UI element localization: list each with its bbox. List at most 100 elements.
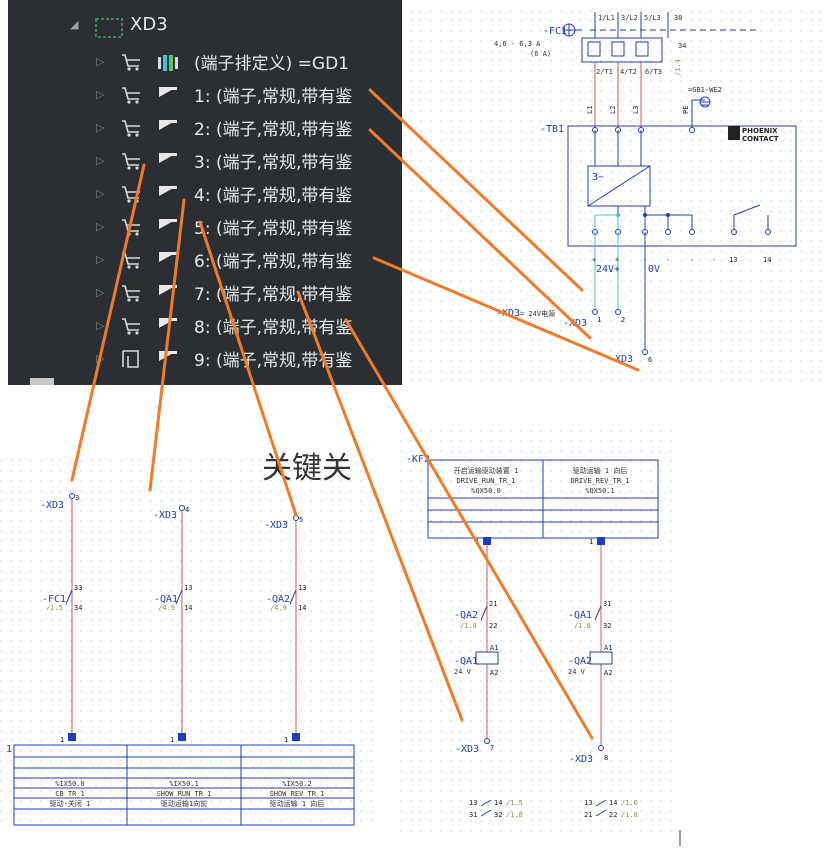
out1-coil-bottom: A2	[490, 669, 498, 677]
xd3-bottom-label: XD3	[615, 354, 633, 365]
annotation-arrow-2	[368, 128, 592, 340]
tree-item-label: 5: (端子,常规,带有鉴	[194, 219, 353, 239]
ch1-dev-ref: /1.5	[46, 604, 63, 612]
tree-item-terminal[interactable]: ▷ 1: (端子,常规,带有鉴	[8, 79, 402, 113]
out1-xd3-label: -XD3	[455, 744, 479, 755]
cart-icon	[122, 54, 140, 71]
input-module-number: 1	[6, 744, 12, 755]
out1-contacts: 13 14 /1.5 31 32 /1.8	[469, 799, 523, 819]
input-channel-1[interactable]: -XD3 3 -FC1 /1.5 33 34 1	[40, 493, 82, 745]
tb1-power-supply[interactable]: -TB1 3~	[540, 124, 797, 264]
output-channel-2[interactable]: 1 -QA1 /1.8 31 32 -QA2 24 V A1 A2 -XD3 8…	[568, 537, 638, 819]
ch2-xd3-label: -XD3	[153, 510, 177, 521]
terminal-strip-def-icon	[158, 55, 178, 71]
annotation-arrow-4	[70, 163, 146, 482]
annotation-arrow-7	[296, 290, 464, 722]
xd3-pin-2: 2	[621, 316, 625, 324]
xd3-left-desc: = 24V电源	[520, 309, 555, 318]
ch2-symbol: SHOW_RUN_TR_1	[157, 790, 212, 798]
ch2-xd3-pin: 4	[185, 506, 189, 514]
ch2-dev-label: -QA1	[154, 594, 178, 605]
tree-item-terminal[interactable]: ▷ 2: (端子,常规,带有鉴	[8, 112, 402, 146]
annotation-arrow-5	[148, 198, 186, 492]
tb1-in-L2: L2	[609, 106, 617, 114]
terminal-icon	[159, 252, 177, 269]
ch1-symbol: CB_TR_1	[55, 790, 85, 798]
tree-item-terminal[interactable]: ▷3: (端子,常规,带有鉴	[8, 145, 402, 179]
out2-interlock-bottom: 32	[603, 622, 611, 630]
collapse-arrow-icon[interactable]: ◢	[70, 18, 79, 31]
chevron-right-icon[interactable]: ▷	[96, 253, 105, 266]
converter-label: 3~	[592, 172, 604, 183]
svg-text:13: 13	[584, 799, 592, 807]
out1-coil-voltage: 24 V	[454, 668, 472, 676]
out2-interlock-ref: /1.8	[574, 622, 591, 630]
tb1-label: -TB1	[540, 124, 564, 135]
tree-item-label: (端子排定义) =GD1	[194, 54, 349, 74]
fc1-breaker[interactable]: -FC1 4,6 - 6,3 A (6 A) 1/L1 3/L2 5/L3 38…	[494, 12, 760, 76]
ch3-dev-ref: /4.9	[270, 604, 287, 612]
tree-item-terminal[interactable]: ▷6: (端子,常规,带有鉴	[8, 244, 402, 278]
ground-label: =GB1-WE2	[688, 86, 722, 94]
out2-bus-pin: 1	[589, 538, 593, 546]
svg-text:/1.6: /1.6	[621, 799, 638, 807]
out1-xd3-pin: 7	[490, 744, 494, 752]
grid-output	[400, 428, 675, 838]
ground-icon	[699, 96, 711, 108]
terminal-strip-icon[interactable]	[94, 16, 124, 40]
out2-coil-voltage: 24 V	[568, 668, 586, 676]
tree-item-label: 2: (端子,常规,带有鉴	[194, 120, 353, 140]
kf2-label: -KF2	[406, 454, 430, 465]
chevron-right-icon[interactable]: ▷	[96, 187, 105, 200]
terminal-icon	[159, 87, 177, 104]
cart-icon	[122, 153, 140, 170]
out1-interlock-top: 21	[489, 600, 497, 608]
annotation-arrow-8	[344, 318, 594, 740]
chevron-right-icon[interactable]: ▷	[96, 121, 105, 134]
input-channel-3[interactable]: -XD3 5 -QA2 /4.9 13 14 1	[264, 515, 306, 745]
chevron-right-icon[interactable]: ▷	[96, 55, 105, 68]
input-channel-2[interactable]: -XD3 4 -QA1 /4.9 13 14 1	[153, 505, 192, 745]
terminal-icon	[159, 285, 177, 302]
cart-icon	[122, 87, 140, 104]
ch1-xd3-pin: 3	[75, 494, 79, 502]
out-col1-title: 开启运输驱动装置 1	[454, 466, 518, 475]
power-schematic: -FC1 4,6 - 6,3 A (6 A) 1/L1 3/L2 5/L3 38…	[494, 12, 797, 365]
tree-item-terminal[interactable]: ▷4: (端子,常规,带有鉴	[8, 178, 402, 212]
tb1-out-6: -	[712, 256, 716, 264]
out1-interlock-label: -QA2	[454, 610, 478, 621]
chevron-right-icon[interactable]: ▷	[96, 220, 105, 233]
input-module-table[interactable]: 1 %IX50.0 CB_TR_1 驱动-关闭 1 %IX50.1 SHOW_R…	[6, 744, 355, 826]
out2-xd3-pin: 8	[604, 754, 608, 762]
tree-item-terminal-def[interactable]: ▷ (端子排定义) =GD1	[8, 46, 402, 80]
out2-coil-label: -QA2	[568, 656, 592, 667]
ch1-address: %IX50.0	[55, 780, 85, 788]
ch3-desc: 驱动运输 1 向后	[270, 799, 325, 808]
fc1-label: -FC1	[543, 26, 567, 37]
annotation-arrow-3	[372, 256, 640, 372]
annotation-arrow-6	[198, 220, 298, 517]
ch3-address: %IX50.2	[282, 780, 312, 788]
terminal-icon	[159, 120, 177, 137]
tree-item-label: 1: (端子,常规,带有鉴	[194, 87, 353, 107]
tree-root-label[interactable]: XD3	[130, 14, 168, 35]
out-col2-address: %QX50.1	[585, 487, 615, 495]
terminal-icon	[159, 186, 177, 203]
out-col1-symbol: DRIVE_RUN_TR_1	[456, 477, 515, 485]
fc1-bottom-term-3: 6/T3	[645, 68, 662, 76]
ch2-contact-bottom: 14	[184, 604, 192, 612]
fc1-top-term-3: 5/L3	[644, 14, 661, 22]
input-schematic: -XD3 3 -FC1 /1.5 33 34 1 -XD3 4 -QA1 /4.…	[6, 493, 355, 826]
tree-item-terminal[interactable]: ▷7: (端子,常规,带有鉴	[8, 277, 402, 311]
chevron-right-icon[interactable]: ▷	[96, 154, 105, 167]
svg-text:PHOENIX: PHOENIX	[742, 127, 778, 135]
out-col2-symbol: DRIVE_REV_TR_1	[570, 477, 629, 485]
chevron-right-icon[interactable]: ▷	[96, 88, 105, 101]
fc1-current: (6 A)	[530, 50, 551, 58]
chevron-right-icon[interactable]: ▷	[96, 319, 105, 332]
out-col1-address: %QX50.0	[471, 487, 501, 495]
svg-text:/1.8: /1.8	[621, 811, 638, 819]
svg-text:21: 21	[584, 811, 592, 819]
ch2-contact-top: 13	[184, 584, 192, 592]
chevron-right-icon[interactable]: ▷	[96, 286, 105, 299]
